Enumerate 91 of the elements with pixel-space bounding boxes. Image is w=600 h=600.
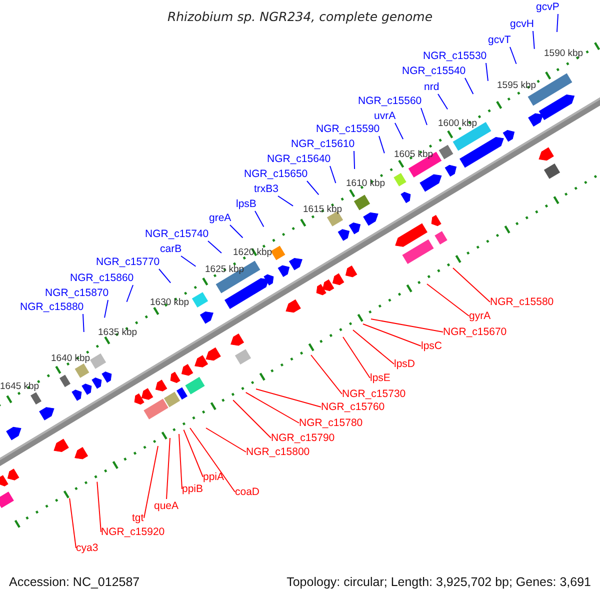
scale-label: 1615 kbp <box>303 204 342 216</box>
leader-line <box>206 428 246 452</box>
leader-line <box>278 196 294 206</box>
gene-label: gcvP <box>536 0 560 14</box>
gene-label: NGR_c15860 <box>70 271 134 285</box>
leader-line <box>208 240 222 254</box>
leader-line <box>510 46 517 64</box>
gene-label: NGR_c15580 <box>490 295 554 309</box>
gene-label: gyrA <box>469 309 491 323</box>
leader-line <box>330 166 336 184</box>
gene-label: NGR_c15920 <box>101 525 165 539</box>
gene-label: NGR_c15740 <box>145 227 209 241</box>
scale-label: 1600 kbp <box>438 118 478 130</box>
scale-label: 1645 kbp <box>0 381 40 393</box>
gene-label: carB <box>160 242 182 256</box>
leader-line <box>96 481 102 532</box>
footer-text: Topology: circular; Length: 3,925,702 bp; Genes: 3,691 <box>286 574 591 590</box>
diagram-title: Rhizobium sp. NGR234, complete genome <box>166 9 434 24</box>
gene-label: NGR_c15730 <box>342 387 406 401</box>
footer-text: Accession: NC_012587 <box>9 574 140 590</box>
gene-label: cya3 <box>76 541 98 555</box>
gene-label: NGR_c15790 <box>271 431 335 445</box>
leader-line <box>354 150 356 170</box>
gene-label: coaD <box>235 485 260 499</box>
gene-label: NGR_c15590 <box>316 122 380 136</box>
leader-line <box>144 446 158 518</box>
leader-line <box>104 300 108 318</box>
leader-line <box>342 336 370 378</box>
gene-label: NGR_c15670 <box>443 325 507 339</box>
leader-line <box>426 284 470 316</box>
gene-label: NGR_c15780 <box>299 416 363 430</box>
gene-label: NGR_c15880 <box>20 300 84 314</box>
scale-label: 1595 kbp <box>497 80 536 92</box>
leader-line <box>232 400 272 438</box>
gene-label: NGR_c15800 <box>246 445 310 459</box>
gene-label: trxB3 <box>254 182 279 196</box>
gene-label: lpsD <box>394 357 416 371</box>
gene-label: NGR_c15760 <box>321 400 385 414</box>
gene-label: lpsB <box>236 197 256 211</box>
gene-label: NGR_c15640 <box>267 152 331 166</box>
leader-line <box>158 268 172 284</box>
leader-line <box>378 136 385 154</box>
leader-line <box>362 324 422 346</box>
leader-line <box>183 429 204 478</box>
leader-line <box>178 434 182 490</box>
leader-line <box>306 180 320 196</box>
leader-line <box>370 318 444 332</box>
scale-label: 1610 kbp <box>346 178 386 190</box>
leader-line <box>190 428 236 492</box>
leader-line <box>486 62 488 82</box>
leader-line <box>464 78 474 95</box>
leader-line <box>245 392 300 424</box>
gene-label: greA <box>209 211 232 225</box>
leader-line <box>230 224 244 238</box>
leader-line <box>254 210 264 228</box>
leader-line <box>438 94 448 110</box>
gene-label: NGR_c15560 <box>358 94 422 108</box>
gene-label: tgt <box>132 511 144 525</box>
scale-label: 1635 kbp <box>98 326 138 339</box>
gene-label: NGR_c15540 <box>402 64 466 78</box>
gene-label: ppiB <box>182 482 204 496</box>
gene-label: NGR_c15770 <box>96 255 160 269</box>
leader-line <box>532 30 535 50</box>
gene-label: gcvT <box>488 33 511 47</box>
leader-line <box>556 14 558 32</box>
scale-label: 1590 kbp <box>544 48 584 60</box>
gene-label: NGR_c15650 <box>244 167 308 181</box>
leader-line <box>180 256 196 267</box>
leader-line <box>420 108 428 126</box>
scale-label: 1640 kbp <box>51 353 90 365</box>
leader-line <box>69 498 76 548</box>
gene-label: gcvH <box>510 17 534 31</box>
scale-label: 1630 kbp <box>150 297 190 309</box>
scale-label: 1620 kbp <box>233 247 272 259</box>
gene-label: lpsE <box>370 371 390 385</box>
gene-label: queA <box>154 499 179 513</box>
leader-line <box>166 438 170 500</box>
leader-line <box>352 330 394 364</box>
gene-label: NGR_c15870 <box>45 286 109 300</box>
gene-label: nrd <box>424 80 440 94</box>
leader-line <box>82 314 84 332</box>
gene-label: NGR_c15610 <box>291 137 355 151</box>
leader-line <box>256 388 322 408</box>
leader-line <box>394 122 404 140</box>
leader-line <box>310 354 342 394</box>
gene-label: lpsC <box>421 339 442 353</box>
leader-line <box>452 268 490 302</box>
gene-label: uvrA <box>374 109 396 123</box>
leader-line <box>126 284 134 302</box>
gene-label: NGR_c15530 <box>423 49 487 63</box>
gene-label: ppiA <box>203 470 224 484</box>
